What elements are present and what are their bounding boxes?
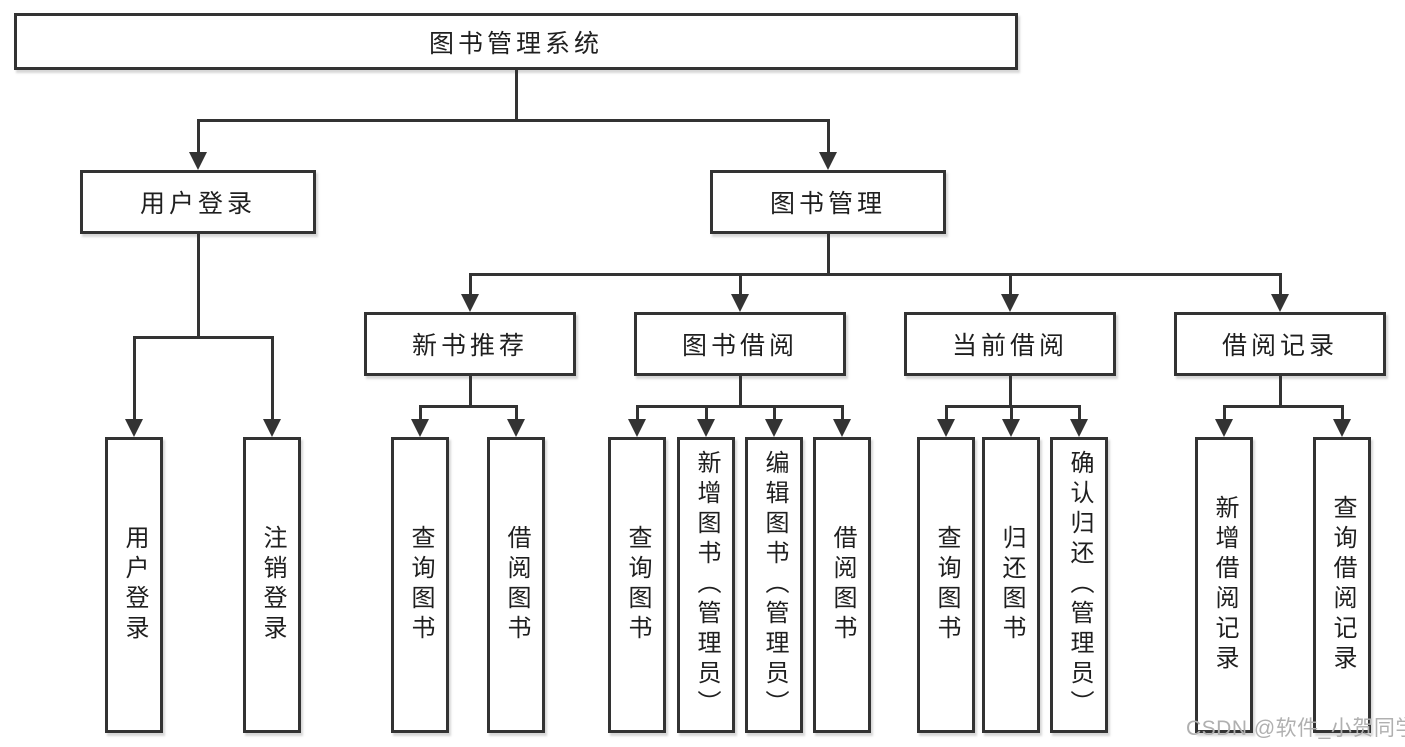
- arrowhead-down-icon: [628, 419, 646, 437]
- arrowhead-down-icon: [1333, 419, 1351, 437]
- connector-vline: [1009, 376, 1012, 407]
- leaf-cur-return-books-label: 归还图书: [998, 525, 1025, 645]
- arrowhead-down-icon: [1070, 419, 1088, 437]
- node-user-login: 用户登录: [80, 170, 316, 234]
- connector-vline: [945, 405, 948, 421]
- connector-vline: [1223, 405, 1226, 421]
- node-borrow-records: 借阅记录: [1174, 312, 1386, 376]
- arrowhead-down-icon: [697, 419, 715, 437]
- leaf-logout-login-label: 注销登录: [259, 525, 286, 645]
- arrowhead-down-icon: [507, 419, 525, 437]
- connector-vline: [197, 119, 200, 154]
- connector-hline: [636, 405, 844, 408]
- connector-vline: [1279, 273, 1282, 298]
- connector-vline: [827, 234, 830, 276]
- connector-vline: [419, 405, 422, 421]
- node-book-borrow-label: 图书借阅: [681, 332, 798, 360]
- arrowhead-down-icon: [263, 419, 281, 437]
- leaf-bw-borrow-books-label: 借阅图书: [829, 525, 856, 645]
- leaf-bw-edit-books-admin: 编辑图书（管理员）: [745, 437, 803, 733]
- connector-vline: [841, 405, 844, 421]
- leaf-nb-borrow-books-label: 借阅图书: [503, 525, 530, 645]
- leaf-cur-query-books-label: 查询图书: [933, 525, 960, 645]
- connector-vline: [1009, 273, 1012, 298]
- connector-vline: [133, 336, 136, 421]
- connector-vline: [705, 405, 708, 421]
- leaf-bw-query-books-label: 查询图书: [624, 525, 651, 645]
- leaf-user-login: 用户登录: [105, 437, 163, 733]
- leaf-rec-add-borrow-record-label: 新增借阅记录: [1211, 495, 1238, 675]
- node-current-borrow: 当前借阅: [904, 312, 1116, 376]
- node-new-book-recommend: 新书推荐: [364, 312, 576, 376]
- arrowhead-down-icon: [1002, 419, 1020, 437]
- node-book-management: 图书管理: [710, 170, 946, 234]
- node-borrow-records-label: 借阅记录: [1221, 332, 1338, 360]
- connector-vline: [1341, 405, 1344, 421]
- leaf-cur-query-books: 查询图书: [917, 437, 975, 733]
- connector-vline: [469, 376, 472, 407]
- leaf-user-login-label: 用户登录: [121, 525, 148, 645]
- leaf-bw-query-books: 查询图书: [608, 437, 666, 733]
- arrowhead-down-icon: [125, 419, 143, 437]
- arrowhead-down-icon: [1001, 294, 1019, 312]
- leaf-cur-confirm-return-admin-label: 确认归还（管理员）: [1066, 450, 1093, 720]
- node-new-book-recommend-label: 新书推荐: [411, 332, 528, 360]
- connector-hline: [419, 405, 518, 408]
- connector-vline: [469, 273, 472, 298]
- leaf-cur-return-books: 归还图书: [982, 437, 1040, 733]
- connector-vline: [773, 405, 776, 421]
- arrowhead-down-icon: [765, 419, 783, 437]
- node-user-login-label: 用户登录: [139, 190, 256, 218]
- node-book-borrow: 图书借阅: [634, 312, 846, 376]
- node-book-management-label: 图书管理: [769, 190, 886, 218]
- connector-vline: [271, 336, 274, 421]
- arrowhead-down-icon: [1215, 419, 1233, 437]
- leaf-rec-add-borrow-record: 新增借阅记录: [1195, 437, 1253, 733]
- connector-vline: [827, 119, 830, 154]
- arrowhead-down-icon: [731, 294, 749, 312]
- leaf-cur-confirm-return-admin: 确认归还（管理员）: [1050, 437, 1108, 733]
- leaf-nb-query-books: 查询图书: [391, 437, 449, 733]
- node-root: 图书管理系统: [14, 13, 1018, 70]
- leaf-nb-borrow-books: 借阅图书: [487, 437, 545, 733]
- connector-vline: [739, 376, 742, 407]
- connector-hline: [945, 405, 1081, 408]
- connector-vline: [739, 273, 742, 298]
- connector-hline: [469, 273, 1282, 276]
- leaf-rec-query-borrow-record: 查询借阅记录: [1313, 437, 1371, 733]
- leaf-bw-edit-books-admin-label: 编辑图书（管理员）: [761, 450, 788, 720]
- connector-hline: [133, 336, 274, 339]
- leaf-logout-login: 注销登录: [243, 437, 301, 733]
- connector-hline: [1223, 405, 1344, 408]
- connector-vline: [1010, 405, 1013, 421]
- connector-vline: [197, 234, 200, 338]
- arrowhead-down-icon: [411, 419, 429, 437]
- arrowhead-down-icon: [1271, 294, 1289, 312]
- node-current-borrow-label: 当前借阅: [951, 332, 1068, 360]
- arrowhead-down-icon: [819, 152, 837, 170]
- connector-hline: [197, 119, 830, 122]
- arrowhead-down-icon: [189, 152, 207, 170]
- leaf-nb-query-books-label: 查询图书: [407, 525, 434, 645]
- connector-vline: [1279, 376, 1282, 407]
- connector-vline: [636, 405, 639, 421]
- connector-vline: [515, 405, 518, 421]
- csdn-watermark: CSDN @软件_小贺同学: [1186, 717, 1405, 740]
- node-root-label: 图书管理系统: [428, 29, 603, 58]
- arrowhead-down-icon: [937, 419, 955, 437]
- arrowhead-down-icon: [833, 419, 851, 437]
- leaf-bw-borrow-books: 借阅图书: [813, 437, 871, 733]
- leaf-bw-add-books-admin: 新增图书（管理员）: [677, 437, 735, 733]
- connector-vline: [515, 70, 518, 121]
- leaf-rec-query-borrow-record-label: 查询借阅记录: [1329, 495, 1356, 675]
- arrowhead-down-icon: [461, 294, 479, 312]
- leaf-bw-add-books-admin-label: 新增图书（管理员）: [693, 450, 720, 720]
- connector-vline: [1078, 405, 1081, 421]
